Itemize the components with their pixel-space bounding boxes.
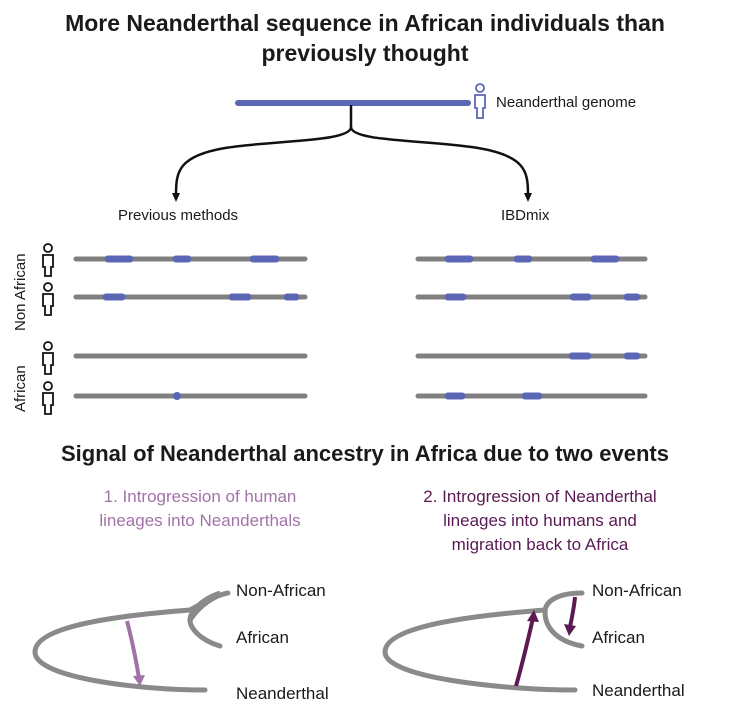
tree1-label-neanderthal: Neanderthal (236, 684, 329, 703)
ibdmix-label: IBDmix (501, 207, 550, 224)
tree1-label-african: African (236, 628, 289, 647)
tree2-label-neanderthal: Neanderthal (592, 681, 685, 700)
previous-methods-chromosomes (73, 255, 308, 400)
arrow-down-icon (524, 193, 532, 202)
section-title: Signal of Neanderthal ancestry in Africa… (61, 441, 669, 466)
arrow-down-icon (172, 193, 180, 202)
event2-line1: 2. Introgression of Neanderthal (423, 487, 657, 506)
tree1-label-non-african: Non-African (236, 581, 326, 600)
introgression-arrow-event1 (125, 620, 141, 679)
genome-label: Neanderthal genome (496, 94, 637, 111)
group-label-non-african: Non African (12, 253, 29, 331)
event2-caption: 2. Introgression of Neanderthal lineages… (375, 485, 705, 557)
arrow-head-icon (133, 675, 145, 686)
tree2-label-african: African (592, 628, 645, 647)
tree-upper-branch (542, 590, 585, 615)
person-icon (42, 282, 54, 316)
branch-left-arrow (174, 105, 353, 196)
migration-arrow (568, 596, 577, 628)
tree-outer-branch (32, 607, 208, 693)
event1-line1: 1. Introgression of human (103, 487, 297, 506)
event1-line2: lineages into Neanderthals (99, 511, 301, 530)
tree2-label-non-african: Non-African (592, 581, 682, 600)
person-icon (42, 381, 54, 415)
person-icon (42, 243, 54, 277)
neanderthal-segment (173, 392, 181, 400)
arrow-head-icon (527, 610, 539, 622)
tree-event1 (32, 590, 231, 693)
event2-line2: lineages into humans and (443, 511, 637, 530)
tree-upper-branch (187, 590, 231, 623)
ibdmix-chromosomes (415, 255, 648, 400)
tree-lower-branch (542, 609, 585, 649)
event2-line3: migration back to Africa (451, 535, 629, 554)
group-label-african: African (12, 365, 29, 412)
tree-outer-branch (382, 607, 578, 693)
arrow-head-icon (564, 624, 576, 636)
main-title-line2: previously thought (261, 40, 469, 66)
person-icon (42, 341, 54, 375)
introgression-arrow-event2 (514, 617, 535, 687)
main-title: More Neanderthal sequence in African ind… (0, 8, 730, 68)
tree-event2 (382, 590, 585, 693)
previous-methods-label: Previous methods (118, 207, 239, 224)
event1-caption: 1. Introgression of human lineages into … (40, 485, 360, 533)
branch-right-arrow (349, 126, 530, 196)
main-title-line1: More Neanderthal sequence in African ind… (65, 10, 665, 36)
person-icon (474, 83, 486, 119)
